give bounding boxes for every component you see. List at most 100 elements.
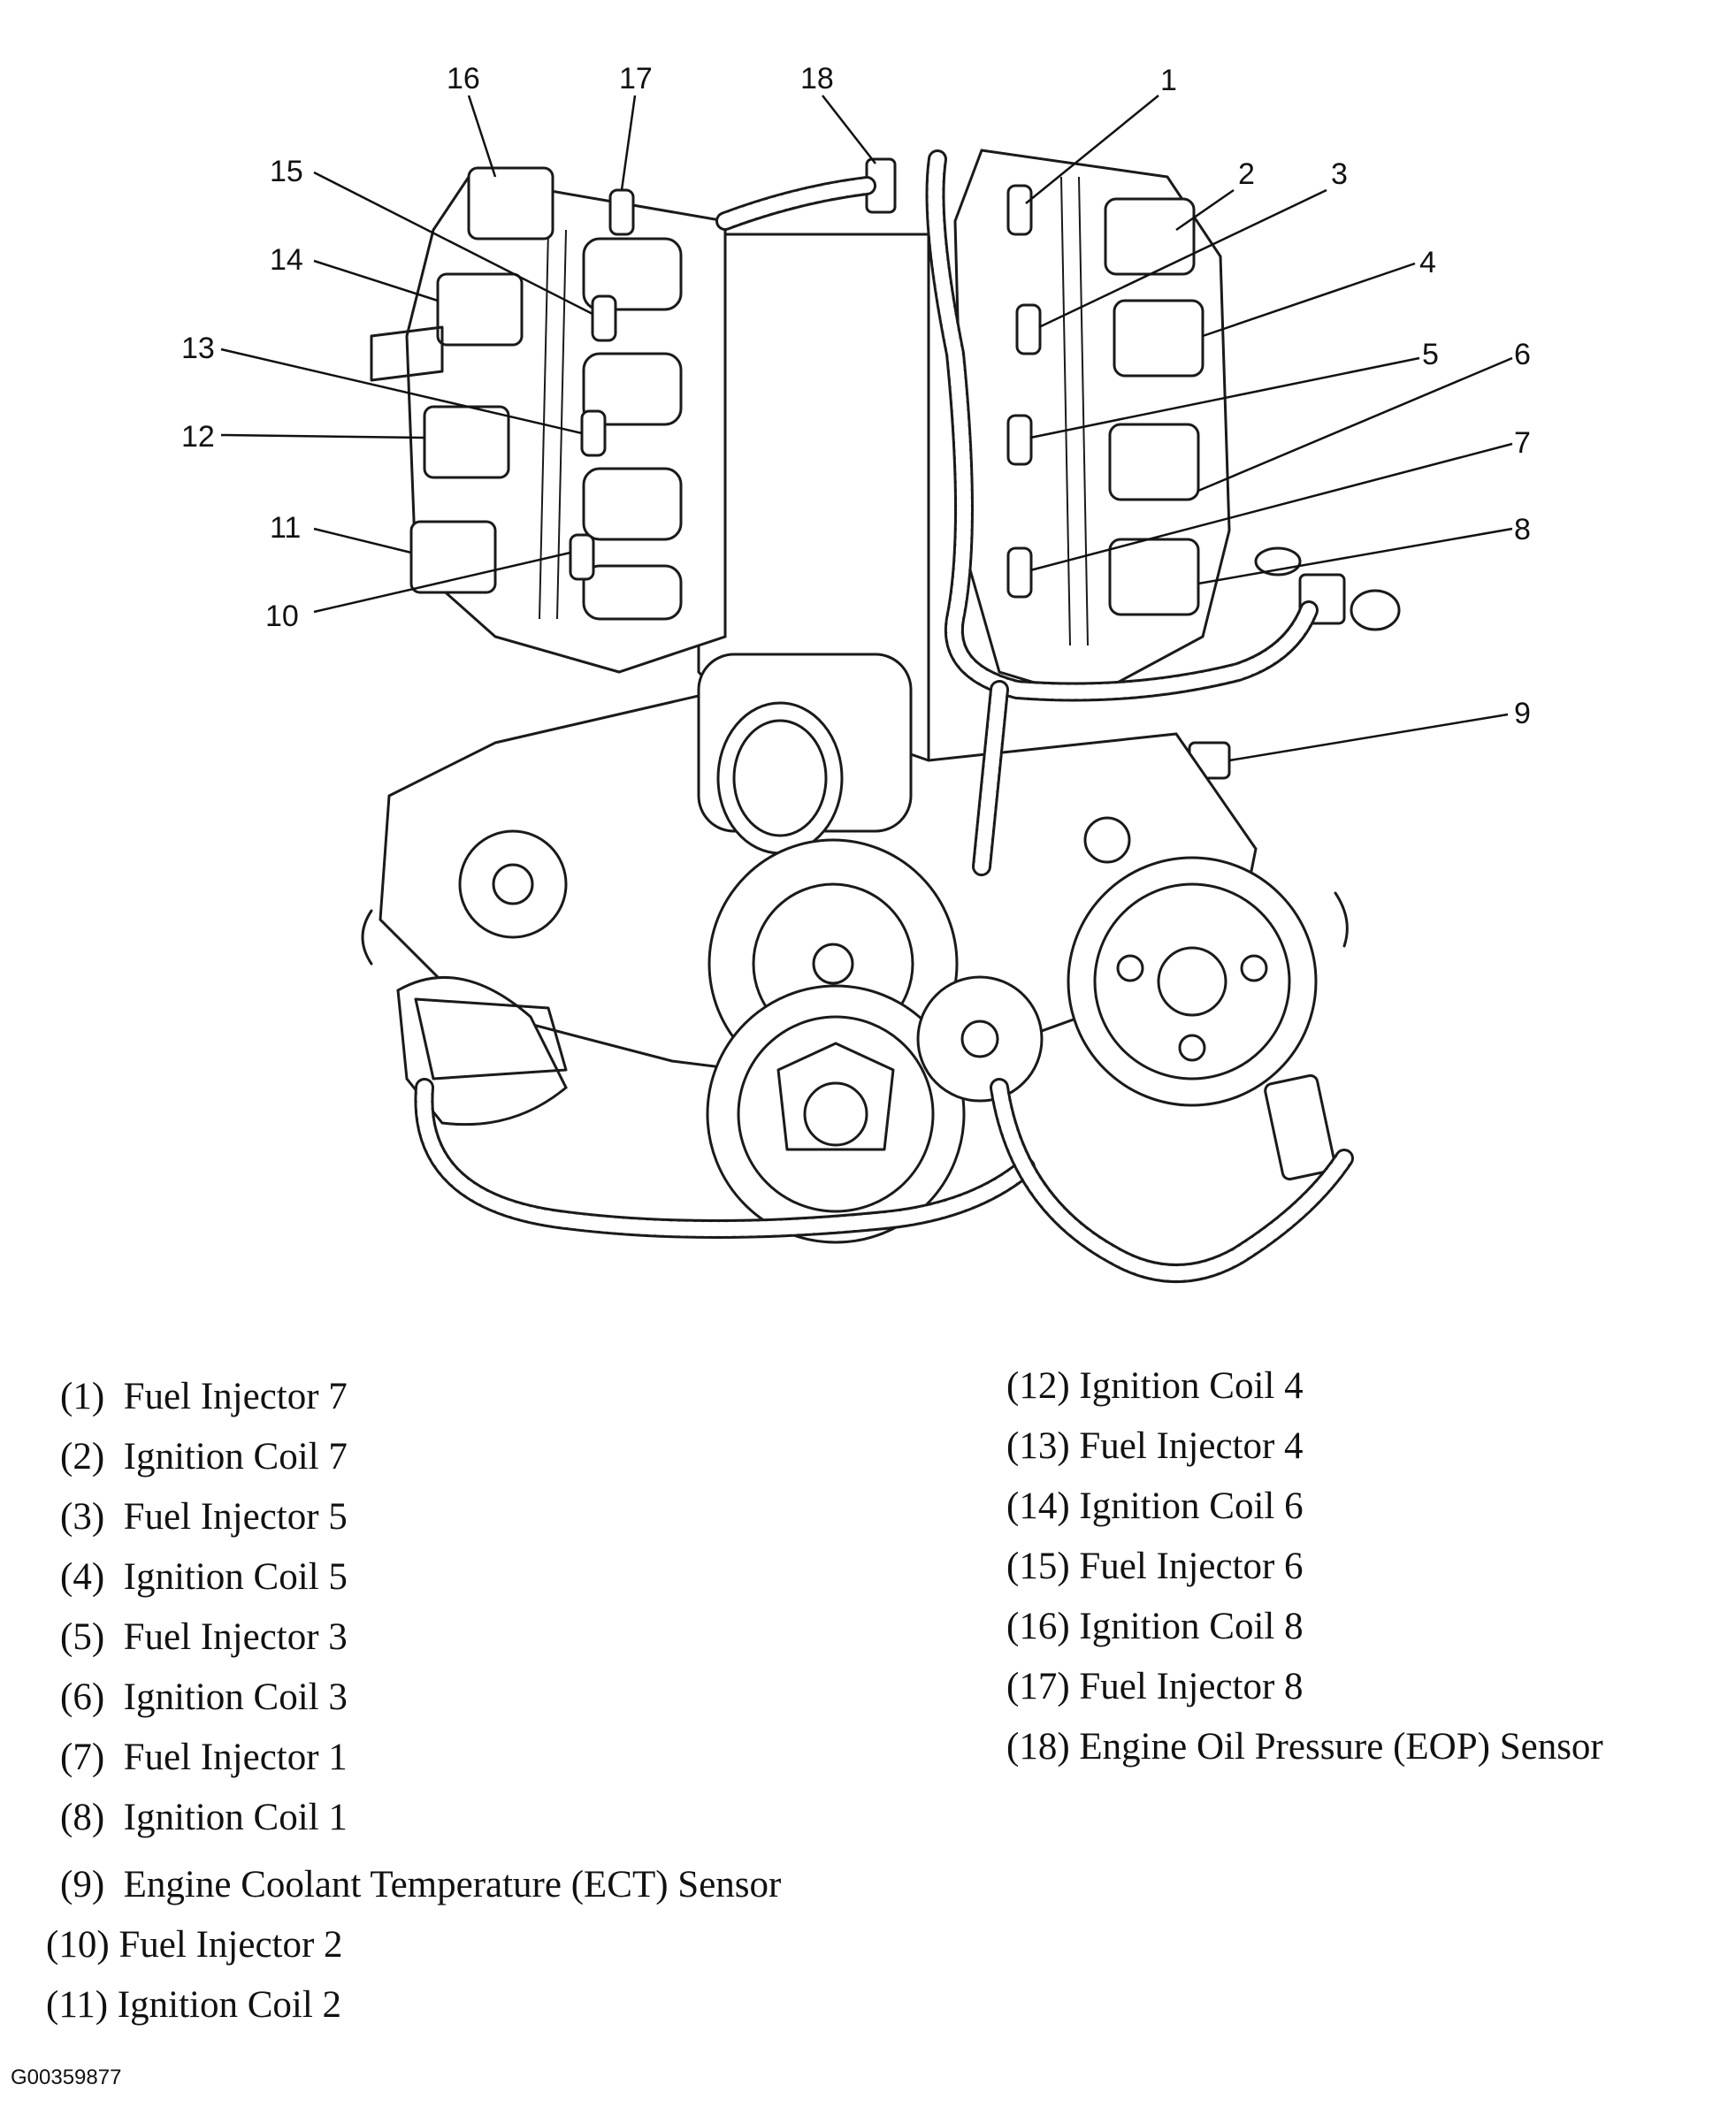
callout-3: 3 [1331,157,1348,191]
legend-item-9: (9) Engine Coolant Temperature (ECT) Sen… [60,1866,781,1904]
legend-item-14: (14) Ignition Coil 6 [1006,1487,1304,1525]
leader-8 [1197,527,1513,585]
fuel-injector-4-shape [580,409,607,457]
leader-13 [220,347,583,435]
legend-item-4: (4) Ignition Coil 5 [60,1558,348,1596]
callout-5: 5 [1422,338,1439,371]
legend-label: Engine Oil Pressure (EOP) Sensor [1079,1726,1603,1768]
alternator [396,975,568,1126]
callout-1: 1 [1160,64,1177,97]
legend-number: (8) [60,1797,105,1838]
throttle-body [697,653,913,855]
legend-item-1: (1) Fuel Injector 7 [60,1378,348,1416]
legend-item-17: (17) Fuel Injector 8 [1006,1668,1304,1706]
legend-label: Fuel Injector 6 [1079,1546,1304,1587]
callout-9: 9 [1514,697,1531,730]
legend-number: (12) [1006,1365,1070,1407]
engine-illustration [361,149,1401,1283]
callout-18: 18 [800,62,834,95]
ac-compressor [458,829,568,939]
leader-7 [1029,442,1513,572]
legend-number: (2) [60,1436,105,1478]
legend-item-12: (12) Ignition Coil 4 [1006,1367,1304,1405]
figure-id: G00359877 [11,2066,122,2089]
leader-lines [220,95,1513,762]
fuel-injector-7-shape [1006,184,1033,236]
fuel-injector-8-shape [608,188,635,236]
callout-14: 14 [270,243,303,277]
ignition-coil-4-shape [423,405,510,479]
callout-17: 17 [619,62,653,95]
leader-17 [620,95,637,191]
callout-12: 12 [181,420,215,454]
legend-label: Fuel Injector 5 [123,1496,348,1538]
legend-label: Ignition Coil 5 [123,1556,348,1598]
legend-item-10: (10) Fuel Injector 2 [46,1926,343,1964]
fuel-injector-5-shape [1015,303,1042,355]
callout-10: 10 [265,599,299,633]
ignition-coil-5-shape [1113,299,1204,378]
legend-item-16: (16) Ignition Coil 8 [1006,1608,1304,1646]
legend-item-7: (7) Fuel Injector 1 [60,1738,348,1776]
legend-number: (14) [1006,1485,1070,1527]
ignition-coil-7-shape [1104,197,1196,276]
fuel-injector-3-shape [1006,414,1033,466]
legend-item-2: (2) Ignition Coil 7 [60,1438,348,1476]
legend-item-3: (3) Fuel Injector 5 [60,1498,348,1536]
ignition-coil-3-shape [1108,423,1200,501]
legend-number: (7) [60,1737,105,1778]
leader-14 [313,259,439,302]
legend-label: Ignition Coil 6 [1079,1485,1304,1527]
leader-9 [1228,713,1509,762]
leader-12 [220,433,425,439]
ignition-coil-2-shape [409,520,497,594]
legend-label: Engine Coolant Temperature (ECT) Sensor [123,1864,782,1905]
legend-number: (11) [46,1984,109,2026]
leader-6 [1197,356,1513,493]
legend-item-18: (18) Engine Oil Pressure (EOP) Sensor [1006,1728,1603,1766]
legend-item-8: (8) Ignition Coil 1 [60,1798,348,1837]
leader-10 [313,551,571,614]
legend-item-11: (11) Ignition Coil 2 [46,1986,341,2024]
legend-number: (9) [60,1864,105,1905]
legend-label: Fuel Injector 8 [1079,1666,1304,1707]
legend-number: (6) [60,1676,105,1718]
leader-18 [822,95,876,164]
leader-16 [467,95,497,178]
legend-item-6: (6) Ignition Coil 3 [60,1678,348,1716]
power-steering-pulley [1067,856,1318,1107]
idler-pulley [916,975,1044,1103]
legend-number: (4) [60,1556,105,1598]
fuel-injector-2-shape [569,533,595,581]
leader-5 [1029,356,1420,439]
callout-16: 16 [447,62,480,95]
ignition-coil-1-shape [1108,538,1200,616]
legend-number: (1) [60,1376,105,1417]
fuel-injector-6-shape [591,294,617,342]
legend-label: Ignition Coil 2 [117,1984,342,2026]
legend-number: (10) [46,1924,110,1966]
leader-15 [313,171,593,316]
callout-2: 2 [1238,157,1255,191]
legend-item-15: (15) Fuel Injector 6 [1006,1547,1304,1585]
legend-label: Fuel Injector 7 [123,1376,348,1417]
legend-number: (17) [1006,1666,1070,1707]
legend-label: Ignition Coil 7 [123,1436,348,1478]
legend-label: Fuel Injector 1 [123,1737,348,1778]
crankshaft-balancer [706,984,966,1244]
leader-2 [1175,188,1235,232]
callout-8: 8 [1514,513,1531,546]
ignition-coil-6-shape [436,272,524,347]
legend-label: Ignition Coil 1 [123,1797,348,1838]
legend-label: Fuel Injector 2 [119,1924,343,1966]
callout-numbers: 1 2 3 4 5 6 7 8 9 10 11 12 13 14 15 16 1… [181,62,1531,730]
legend-number: (16) [1006,1606,1070,1647]
engine-component-locator-diagram: 1 2 3 4 5 6 7 8 9 10 11 12 13 14 15 16 1… [181,62,1531,1283]
legend-item-5: (5) Fuel Injector 3 [60,1618,348,1656]
legend-number: (5) [60,1616,105,1658]
legend-item-13: (13) Fuel Injector 4 [1006,1427,1304,1465]
legend-number: (15) [1006,1546,1070,1587]
callout-7: 7 [1514,426,1531,460]
wiring-harness [414,149,1354,1283]
legend-label: Ignition Coil 4 [1079,1365,1304,1407]
